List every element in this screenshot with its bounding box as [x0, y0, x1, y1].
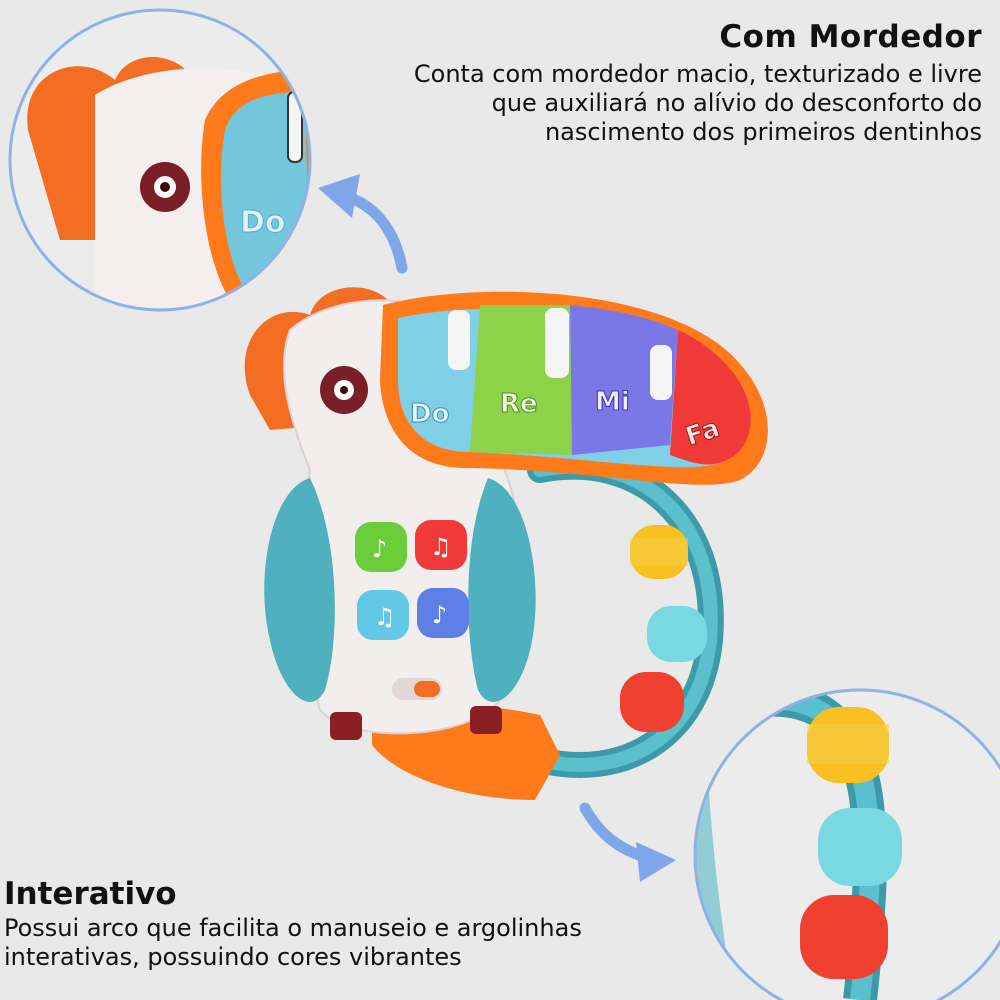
- teether-feature: Com Mordedor Conta com mordedor macio, t…: [342, 18, 982, 147]
- beads-zoom-circle: [693, 688, 1000, 1000]
- interactive-feature-description: Possui arco que facilita o manuseio e ar…: [4, 914, 644, 972]
- teether-zoom-circle: Do: [8, 8, 312, 312]
- description-line: que auxiliará no alívio do desconforto d…: [491, 89, 982, 117]
- sound-button-blue: [417, 588, 469, 638]
- description-line: Possui arco que facilita o manuseio e ar…: [4, 914, 582, 942]
- toucan-toy: Do Re Mi Fa ♪ ♫ ♫ ♪: [244, 287, 768, 800]
- music-note-icon: ♫: [430, 533, 452, 561]
- cyan-bead: [647, 606, 707, 662]
- description-line: nascimento dos primeiros dentinhos: [544, 118, 982, 146]
- description-line: Conta com mordedor macio, texturizado e …: [413, 60, 982, 88]
- sound-button-green: [355, 522, 407, 572]
- arrow-up-icon: [318, 174, 408, 274]
- music-note-icon: ♪: [432, 601, 447, 629]
- description-line: interativas, possuindo cores vibrantes: [4, 943, 462, 971]
- sound-button-cyan: [357, 590, 409, 640]
- red-bead: [620, 672, 684, 732]
- zoom-key-label: Do: [240, 205, 286, 240]
- music-note-icon: ♫: [374, 603, 396, 631]
- teether-feature-title: Com Mordedor: [719, 19, 982, 55]
- key-label-re: Re: [500, 389, 538, 419]
- sound-button-red: [415, 520, 467, 570]
- interactive-feature: Interativo Possui arco que facilita o ma…: [4, 876, 644, 972]
- arrow-down-icon: [579, 802, 676, 882]
- teether-feature-description: Conta com mordedor macio, texturizado e …: [342, 60, 982, 147]
- key-label-mi: Mi: [595, 387, 630, 417]
- interactive-feature-title: Interativo: [4, 876, 177, 912]
- music-note-icon: ♪: [372, 535, 387, 563]
- key-label-do: Do: [410, 399, 449, 429]
- feet: [330, 706, 502, 740]
